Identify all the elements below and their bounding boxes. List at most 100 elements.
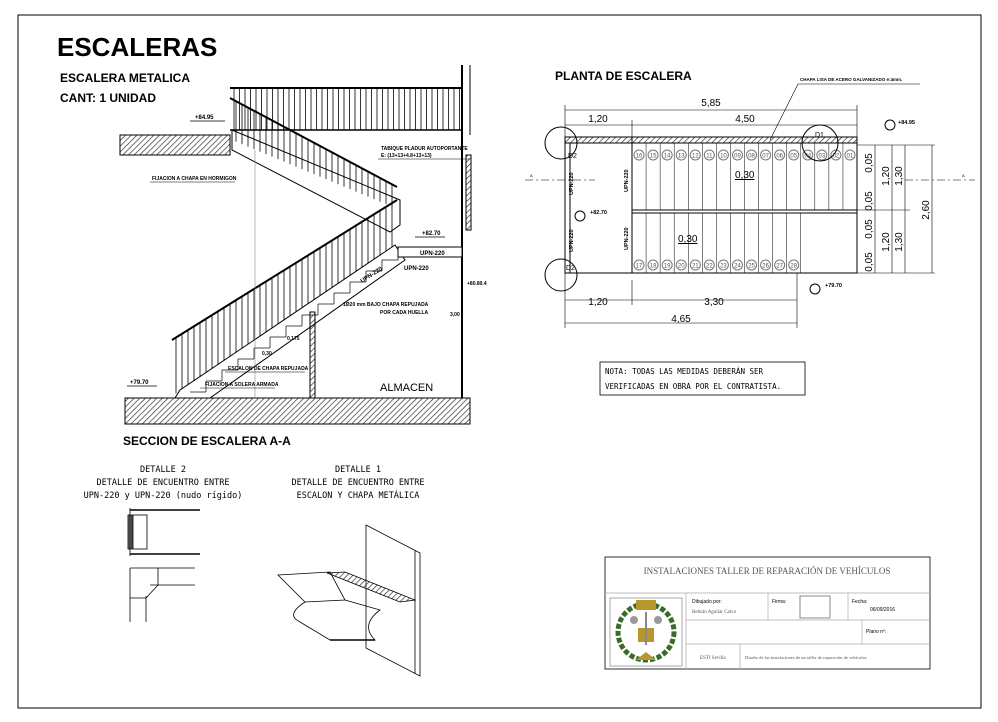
description: Diseño de las instalaciones de un taller… (745, 655, 867, 660)
step-number-marker (633, 259, 645, 271)
dim-total-top: 5,85 (701, 98, 721, 109)
drawn-by-label: Dibujado por: (692, 599, 722, 605)
note-line-1: NOTA: TODAS LAS MEDIDAS DEBERÁN SER (605, 367, 764, 376)
step-number-marker (647, 259, 659, 271)
detail-circle-d2 (544, 258, 578, 292)
dim-tread: 0,30 (735, 170, 755, 181)
dim-width: 1,20 (881, 166, 892, 186)
step-number: 01 (847, 154, 854, 160)
detail-2-title: DETALLE 2 (140, 465, 186, 475)
step-number: 26 (762, 264, 769, 270)
level-marker-icon (574, 210, 586, 222)
level-top: +84.95 (195, 115, 214, 121)
step-number: 03 (819, 154, 826, 160)
label-riser: 0,175 (287, 336, 300, 342)
label-fixing-slab: FIJACION A SOLERA ARMADA (205, 382, 279, 388)
dim-flight-top: 4,50 (735, 114, 755, 125)
leader (769, 83, 920, 141)
signature-box (799, 595, 831, 619)
plan-number-label: Plano nº: (866, 629, 886, 635)
detail-1: DETALLE 1 DETALLE DE ENCUENTRO ENTRE ESC… (277, 465, 425, 677)
step-number: 09 (734, 154, 741, 160)
label-upn: UPN-220 (624, 169, 630, 192)
step-number-marker (830, 149, 842, 161)
subtitle: ESCALERA METALICA (60, 71, 190, 85)
dim-total-bottom: 4,65 (671, 314, 691, 325)
label-tread: 0,30 (262, 351, 272, 357)
step-number: 07 (762, 154, 769, 160)
dim-tread: 0,30 (678, 234, 698, 245)
step-number: 02 (833, 154, 840, 160)
partition-wall (465, 154, 472, 231)
step-number-marker (788, 149, 800, 161)
school: ESTI Sevilla (700, 656, 726, 661)
label-upn-landing: UPN-220 (420, 251, 445, 257)
step-number: 06 (776, 154, 783, 160)
detail-1-line-3: ESCALON Y CHAPA METÁLICA (297, 489, 420, 501)
step-number-marker (746, 259, 758, 271)
upper-handrail (229, 97, 398, 188)
step-number-marker (689, 149, 701, 161)
note-box (599, 361, 806, 396)
step-number-marker (760, 149, 772, 161)
dim-gap: 0,05 (864, 252, 875, 272)
step-number-marker (802, 149, 814, 161)
step-number: 11 (706, 154, 713, 160)
step-number-marker (816, 149, 828, 161)
project-title: INSTALACIONES TALLER DE REPARACIÓN DE VE… (644, 566, 891, 576)
step-number-marker (675, 149, 687, 161)
label-step-sheet: ESCALON DE CHAPA REPUJADA (228, 366, 309, 372)
dim-width: 1,20 (881, 232, 892, 252)
step-number: 13 (678, 154, 685, 160)
step-number-marker (675, 259, 687, 271)
label-storage: ALMACEN (380, 382, 433, 394)
date-label: Fecha: (852, 599, 867, 605)
title-block: INSTALACIONES TALLER DE REPARACIÓN DE VE… (604, 556, 931, 670)
level-marker-icon (809, 283, 821, 295)
step-number: 08 (748, 154, 755, 160)
detail-2-line-3: UPN-220 y UPN-220 (nudo rígido) (84, 491, 243, 501)
dimension-lines (564, 105, 935, 328)
step-number-marker (703, 259, 715, 271)
label-upn: UPN-220 (569, 172, 575, 195)
step-number: 16 (636, 154, 643, 160)
ground-slab (124, 397, 471, 425)
stair-steps (190, 249, 399, 393)
detail-1-line-2: DETALLE DE ENCUENTRO ENTRE (291, 478, 424, 488)
dim-total-width: 2,60 (921, 200, 932, 220)
dim-half: 1,30 (894, 232, 905, 252)
step-number: 05 (790, 154, 797, 160)
step-number: 17 (636, 264, 643, 270)
label-partition-spec: E: (13+13+4.8+13+13) (381, 153, 432, 159)
step-number-marker (717, 149, 729, 161)
level-mid: +82.70 (422, 231, 441, 237)
step-number-marker (633, 149, 645, 161)
vertical-dims: 0,05 0,05 0,05 0,05 1,20 1,20 1,30 1,30 … (864, 153, 932, 272)
section-mark: A (962, 173, 965, 178)
step-number: 14 (664, 154, 671, 160)
drawn-by: Beltrán Aguilar Calvo (692, 610, 737, 615)
step-number-marker (647, 149, 659, 161)
dim-flight-bottom: 3,30 (704, 297, 724, 308)
step-number-marker (844, 149, 856, 161)
lower-balusters (175, 203, 393, 394)
signature-label: Firma: (772, 599, 786, 605)
label-upn-side: UPN-220 (404, 266, 429, 272)
quantity: CANT: 1 UNIDAD (60, 91, 156, 105)
label-rebar-2: POR CADA HUELLA (380, 310, 429, 316)
dim-half: 1,30 (894, 166, 905, 186)
detail-2: DETALLE 2 DETALLE DE ENCUENTRO ENTRE UPN… (84, 465, 243, 622)
top-balusters (233, 88, 460, 130)
level-marker-icon (884, 119, 896, 131)
detail-2-line-2: DETALLE DE ENCUENTRO ENTRE (96, 478, 229, 488)
dim-gap: 0,05 (864, 191, 875, 211)
lower-handrail (171, 199, 398, 341)
step-number: 25 (748, 264, 755, 270)
level-mid: +82.70 (590, 210, 607, 216)
step-number: 23 (720, 264, 727, 270)
column (309, 311, 316, 399)
label-upn: UPN-220 (569, 229, 575, 252)
step-number: 19 (664, 264, 671, 270)
